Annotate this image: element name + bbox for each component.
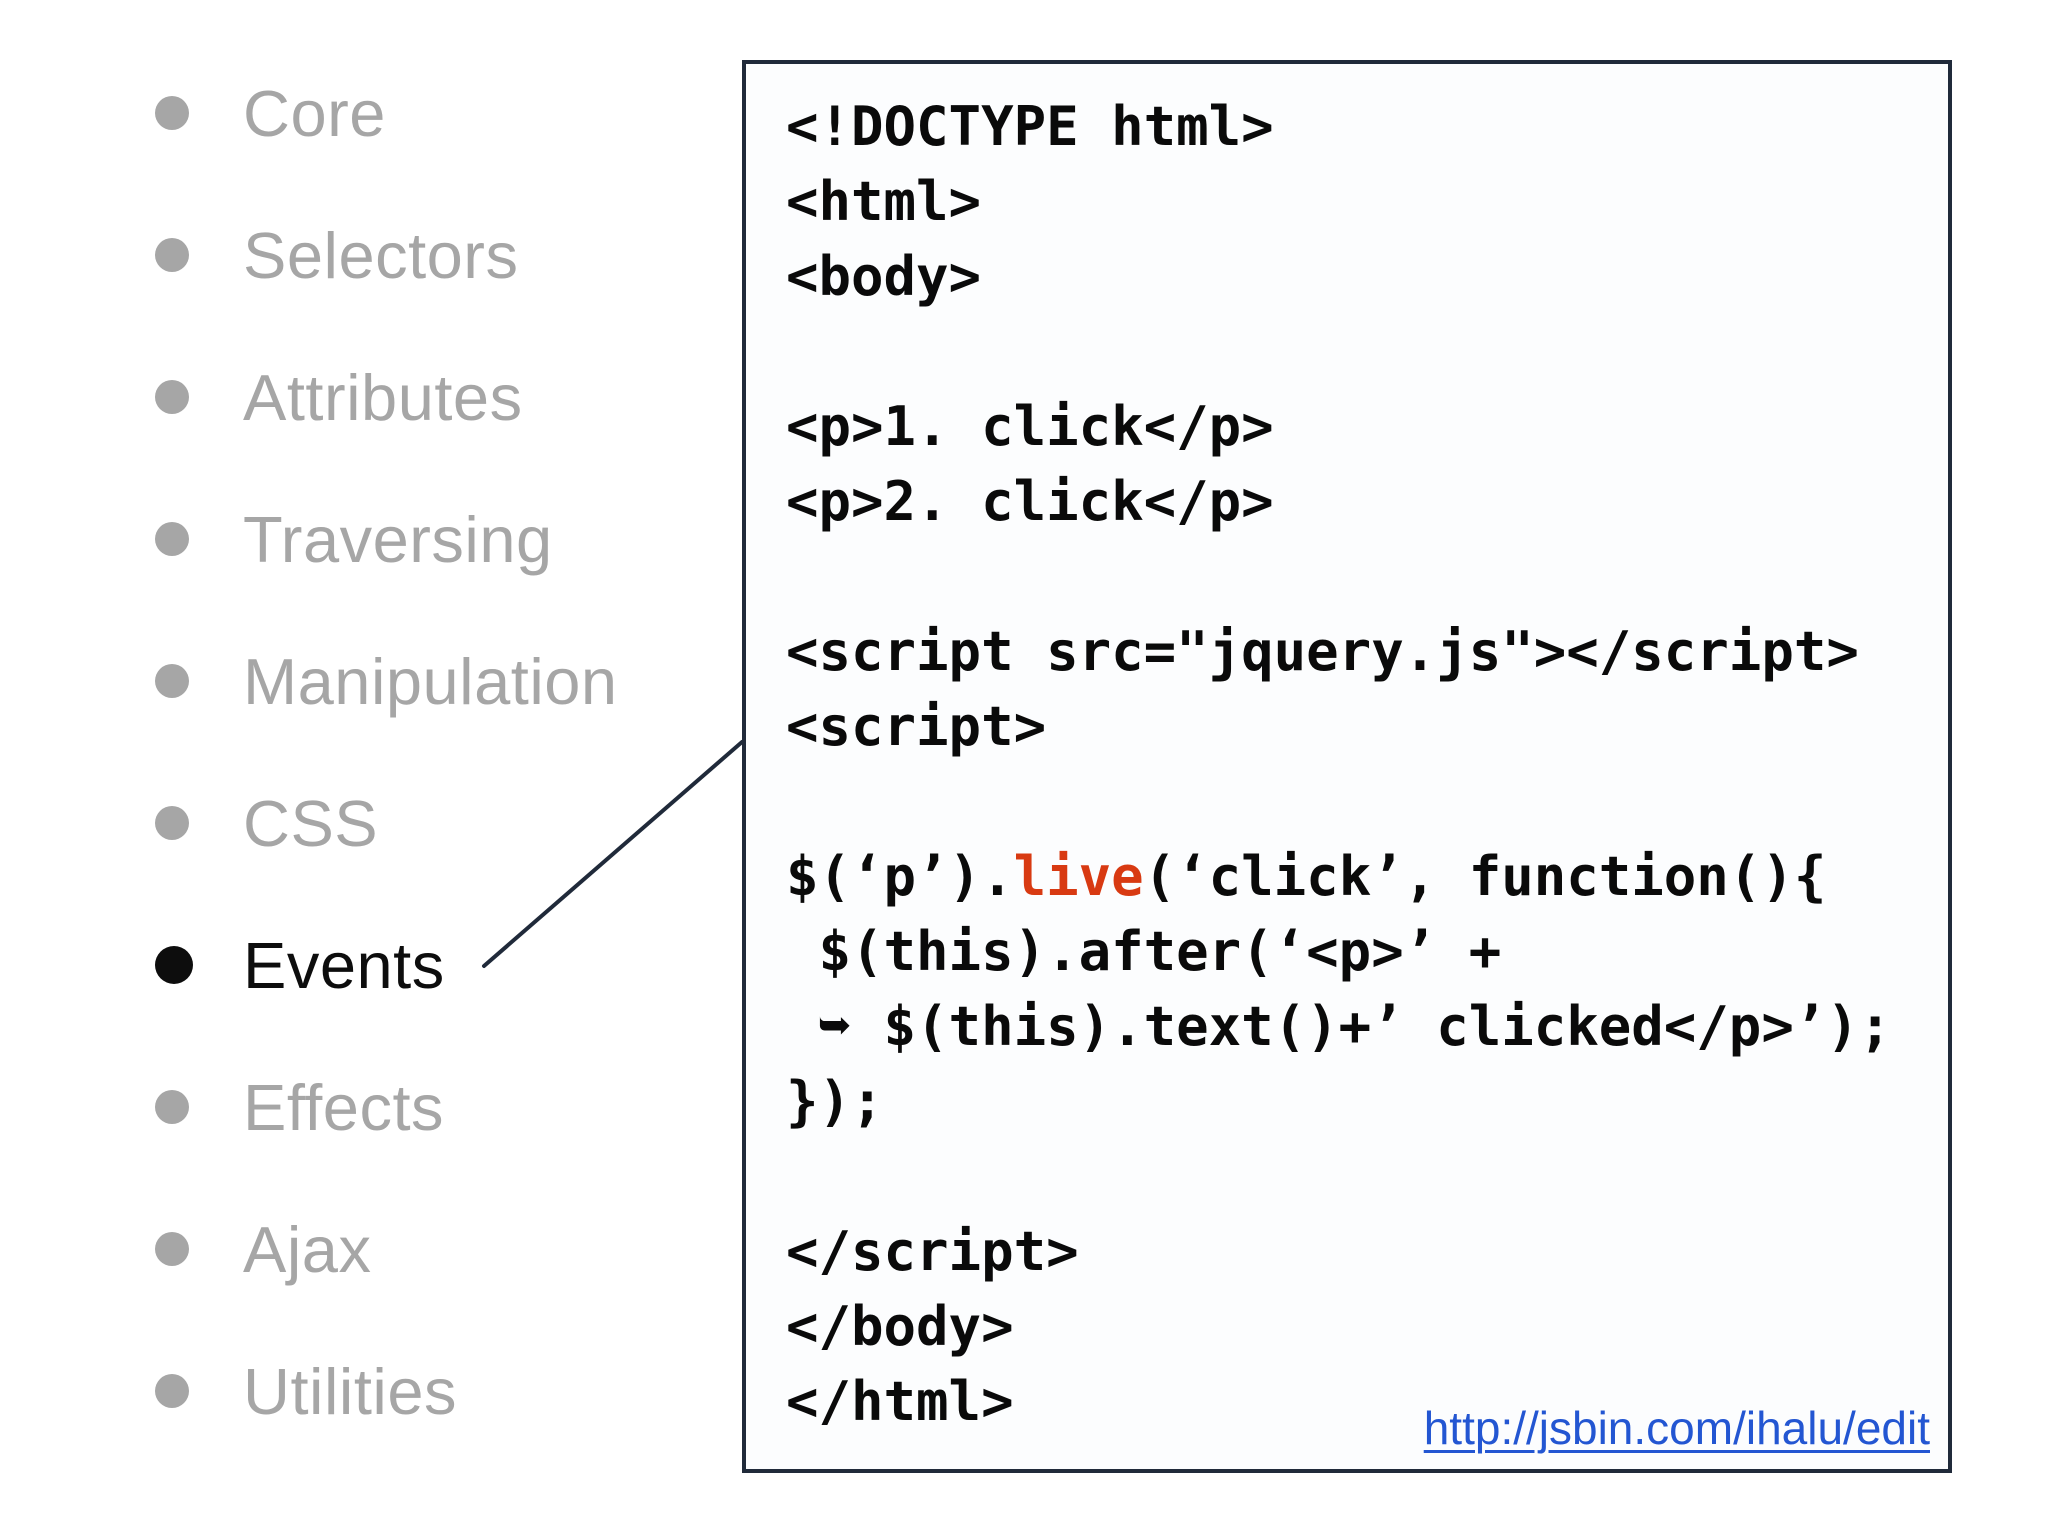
code-line: <html> [786,164,1938,239]
code-token: <html> [786,170,982,233]
code-token: $(this).after(‘<p>’ + [786,920,1502,983]
bullet-icon [155,664,189,698]
list-item-label: Events [243,928,445,1002]
bullet-icon [155,238,189,272]
code-panel: <!DOCTYPE html> <html> <body> <p>1. click<… [742,60,1952,1473]
bullet-icon [155,806,189,840]
code-line: ➥ $(this).text()+’ clicked</p>’); [786,989,1938,1064]
code-line: </html> [786,1364,1938,1439]
list-item-css: CSS [155,752,618,894]
list-item-attributes: Attributes [155,326,618,468]
code-line: <p>1. click</p> [786,389,1938,464]
list-item-label: Manipulation [243,644,618,718]
list-item-label: Effects [243,1070,445,1144]
code-token: $(‘p’). [786,845,1014,908]
code-token: </body> [786,1295,1014,1358]
bullet-icon [155,380,189,414]
code-token: <body> [786,245,982,308]
code-line: <!DOCTYPE html> [786,89,1938,164]
list-item-label: Utilities [243,1354,457,1428]
list-item-effects: Effects [155,1036,618,1178]
code-line [786,764,1938,839]
list-item-label: Ajax [243,1212,372,1286]
list-item-core: Core [155,42,618,184]
code-line: </body> [786,1289,1938,1364]
list-item-label: Attributes [243,360,523,434]
code-token: ➥ $(this).text()+’ clicked</p>’); [786,995,1892,1058]
code-line [786,539,1938,614]
code-token: <script> [786,695,1047,758]
code-line: $(‘p’).live(‘click’, function(){ [786,839,1938,914]
bullet-icon [155,1374,189,1408]
list-item-manipulation: Manipulation [155,610,618,752]
list-item-events: Events [155,894,618,1036]
bullet-icon [155,522,189,556]
list-item-traversing: Traversing [155,468,618,610]
code-line: $(this).after(‘<p>’ + [786,914,1938,989]
code-token: }); [786,1070,884,1133]
code-token: (‘click’, function(){ [1143,845,1827,908]
code-line: <p>2. click</p> [786,464,1938,539]
code-token: <p>2. click</p> [786,470,1274,533]
code-line: <body> [786,239,1938,314]
code-line: }); [786,1064,1938,1139]
code-line [786,314,1938,389]
code-token: <script src="jquery.js"></script> [786,620,1859,683]
bullet-icon [155,1232,189,1266]
list-item-label: Traversing [243,502,553,576]
highlighted-token: live [1013,845,1144,908]
code-line [786,1139,1938,1214]
bullet-icon [155,1090,189,1124]
list-item-utilities: Utilities [155,1320,618,1462]
code-block: <!DOCTYPE html> <html> <body> <p>1. click<… [746,64,1948,1439]
code-line: </script> [786,1214,1938,1289]
jsbin-link[interactable]: http://jsbin.com/ihalu/edit [1423,1402,1930,1454]
code-token: </html> [786,1370,1014,1433]
bullet-icon [155,96,189,130]
code-token: <p>1. click</p> [786,395,1274,458]
bullet-icon [155,946,193,984]
list-item-label: Selectors [243,218,519,292]
list-item-ajax: Ajax [155,1178,618,1320]
code-token: </script> [786,1220,1079,1283]
code-token: <!DOCTYPE html> [786,95,1274,158]
code-line: <script> [786,689,1938,764]
list-item-selectors: Selectors [155,184,618,326]
list-item-label: CSS [243,786,379,860]
code-line: <script src="jquery.js"></script> [786,614,1938,689]
list-item-label: Core [243,76,386,150]
